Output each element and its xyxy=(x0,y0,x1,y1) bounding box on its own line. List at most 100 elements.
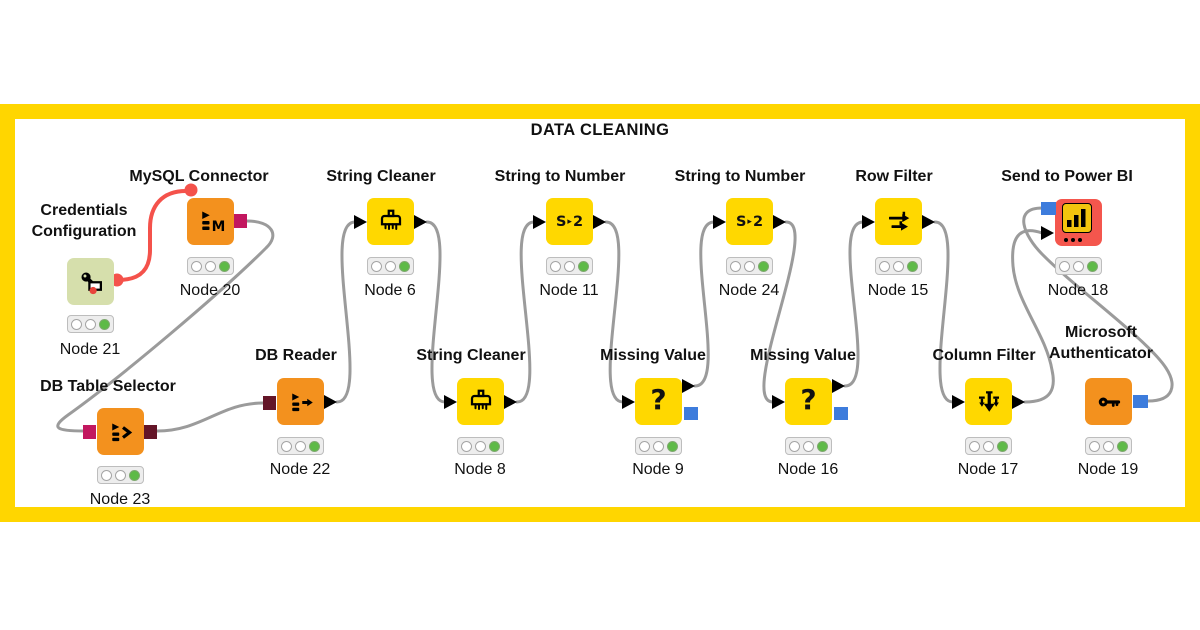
node-label: Node 18 xyxy=(1047,282,1109,299)
broom-icon xyxy=(380,209,401,230)
bar-chart-icon xyxy=(1062,203,1092,233)
port-data-in[interactable] xyxy=(354,215,367,229)
port-data-in[interactable] xyxy=(622,395,635,409)
node-title: Missing Value xyxy=(600,347,706,364)
wire-node11-node9[interactable] xyxy=(604,220,625,404)
node-credentials-configuration[interactable] xyxy=(67,258,114,305)
node-title: Missing Value xyxy=(750,347,856,364)
node-string-to-number-11[interactable]: S▸2 xyxy=(546,198,593,245)
status-traffic-light xyxy=(187,257,234,275)
port-data-out[interactable] xyxy=(832,379,845,393)
node-label: Node 15 xyxy=(867,282,929,299)
broom-icon xyxy=(470,389,491,410)
node-mysql-connector[interactable]: M xyxy=(187,198,234,245)
node-title: String to Number xyxy=(494,168,626,185)
node-label: Node 17 xyxy=(957,461,1019,478)
node-label: Node 21 xyxy=(59,341,121,358)
key-card-icon xyxy=(81,272,102,294)
wire-node17-node18[interactable] xyxy=(1011,229,1055,404)
node-title: MySQL Connector xyxy=(129,168,269,185)
port-credential-in[interactable] xyxy=(1041,202,1056,215)
wire-node15-node17[interactable] xyxy=(933,220,955,404)
lamp-yellow xyxy=(85,318,96,330)
node-label: Node 8 xyxy=(454,461,506,478)
node-label: Node 20 xyxy=(179,282,241,299)
question-mark-icon: ? xyxy=(650,383,667,416)
node-label: Node 22 xyxy=(269,461,331,478)
wire-node8-node11[interactable] xyxy=(515,220,536,404)
port-db-data-out[interactable] xyxy=(144,425,157,439)
port-data-in[interactable] xyxy=(862,215,875,229)
node-missing-value-16[interactable]: ? xyxy=(785,378,832,425)
node-string-cleaner-6[interactable] xyxy=(367,198,414,245)
node-microsoft-authenticator[interactable] xyxy=(1085,378,1132,425)
status-traffic-light xyxy=(726,257,773,275)
port-data-in[interactable] xyxy=(444,395,457,409)
lamp-green xyxy=(99,318,110,330)
s-to-2-icon: S▸2 xyxy=(735,213,764,230)
port-db-data-in[interactable] xyxy=(263,396,276,410)
status-traffic-light xyxy=(1085,437,1132,455)
port-data-out[interactable] xyxy=(682,379,695,393)
wire-node21-node20-flow-variable[interactable] xyxy=(116,189,188,282)
database-select-icon xyxy=(111,423,132,441)
wire-node19-node18[interactable] xyxy=(1022,206,1174,403)
node-db-reader[interactable] xyxy=(277,378,324,425)
status-traffic-light xyxy=(277,437,324,455)
status-traffic-light xyxy=(367,257,414,275)
port-data-out[interactable] xyxy=(773,215,786,229)
wire-node9-node24[interactable] xyxy=(693,220,716,388)
node-string-to-number-24[interactable]: S▸2 xyxy=(726,198,773,245)
node-string-cleaner-8[interactable] xyxy=(457,378,504,425)
port-data-in[interactable] xyxy=(772,395,785,409)
node-db-table-selector[interactable] xyxy=(97,408,144,455)
node-row-filter[interactable] xyxy=(875,198,922,245)
row-filter-icon xyxy=(888,211,909,231)
port-data-in[interactable] xyxy=(952,395,965,409)
port-credential-out[interactable] xyxy=(1133,395,1148,408)
wire-node23-node22[interactable] xyxy=(155,401,265,433)
node-label: Node 23 xyxy=(89,491,151,508)
node-send-to-power-bi[interactable] xyxy=(1055,199,1102,246)
dot-icon xyxy=(1071,238,1075,242)
flow-variable-port-in[interactable] xyxy=(184,183,198,197)
port-db-session-in[interactable] xyxy=(83,425,96,439)
port-data-out[interactable] xyxy=(1012,395,1025,409)
port-db-session-out[interactable] xyxy=(234,214,247,228)
dot-icon xyxy=(1064,238,1068,242)
port-model-out[interactable] xyxy=(684,407,698,420)
port-data-out[interactable] xyxy=(922,215,935,229)
wire-node20-node23[interactable] xyxy=(56,219,275,433)
status-traffic-light xyxy=(97,466,144,484)
status-traffic-light xyxy=(635,437,682,455)
port-data-out[interactable] xyxy=(504,395,517,409)
port-data-out[interactable] xyxy=(593,215,606,229)
node-label: Node 11 xyxy=(539,282,599,299)
svg-text:M: M xyxy=(211,218,225,234)
port-data-in[interactable] xyxy=(533,215,546,229)
key-icon xyxy=(1098,397,1120,407)
node-missing-value-9[interactable]: ? xyxy=(635,378,682,425)
node-title: String Cleaner xyxy=(416,347,526,364)
workflow-title: DATA CLEANING xyxy=(530,121,670,139)
node-label: Node 19 xyxy=(1077,461,1139,478)
port-data-out[interactable] xyxy=(324,395,337,409)
port-model-out[interactable] xyxy=(834,407,848,420)
wire-node6-node8[interactable] xyxy=(425,220,447,404)
node-title: Column Filter xyxy=(932,347,1036,364)
s-to-2-icon: S▸2 xyxy=(555,213,584,230)
question-mark-icon: ? xyxy=(800,383,817,416)
node-title: DB Reader xyxy=(255,347,337,364)
node-label: Node 24 xyxy=(718,282,780,299)
port-data-in[interactable] xyxy=(1041,226,1054,240)
wire-node22-node6[interactable] xyxy=(335,220,357,404)
node-column-filter[interactable] xyxy=(965,378,1012,425)
wire-node16-node15[interactable] xyxy=(843,220,865,388)
status-traffic-light xyxy=(457,437,504,455)
port-data-out[interactable] xyxy=(414,215,427,229)
port-data-in[interactable] xyxy=(713,215,726,229)
node-label: Node 16 xyxy=(777,461,839,478)
status-traffic-light xyxy=(546,257,593,275)
wire-node24-node16[interactable] xyxy=(762,220,797,404)
